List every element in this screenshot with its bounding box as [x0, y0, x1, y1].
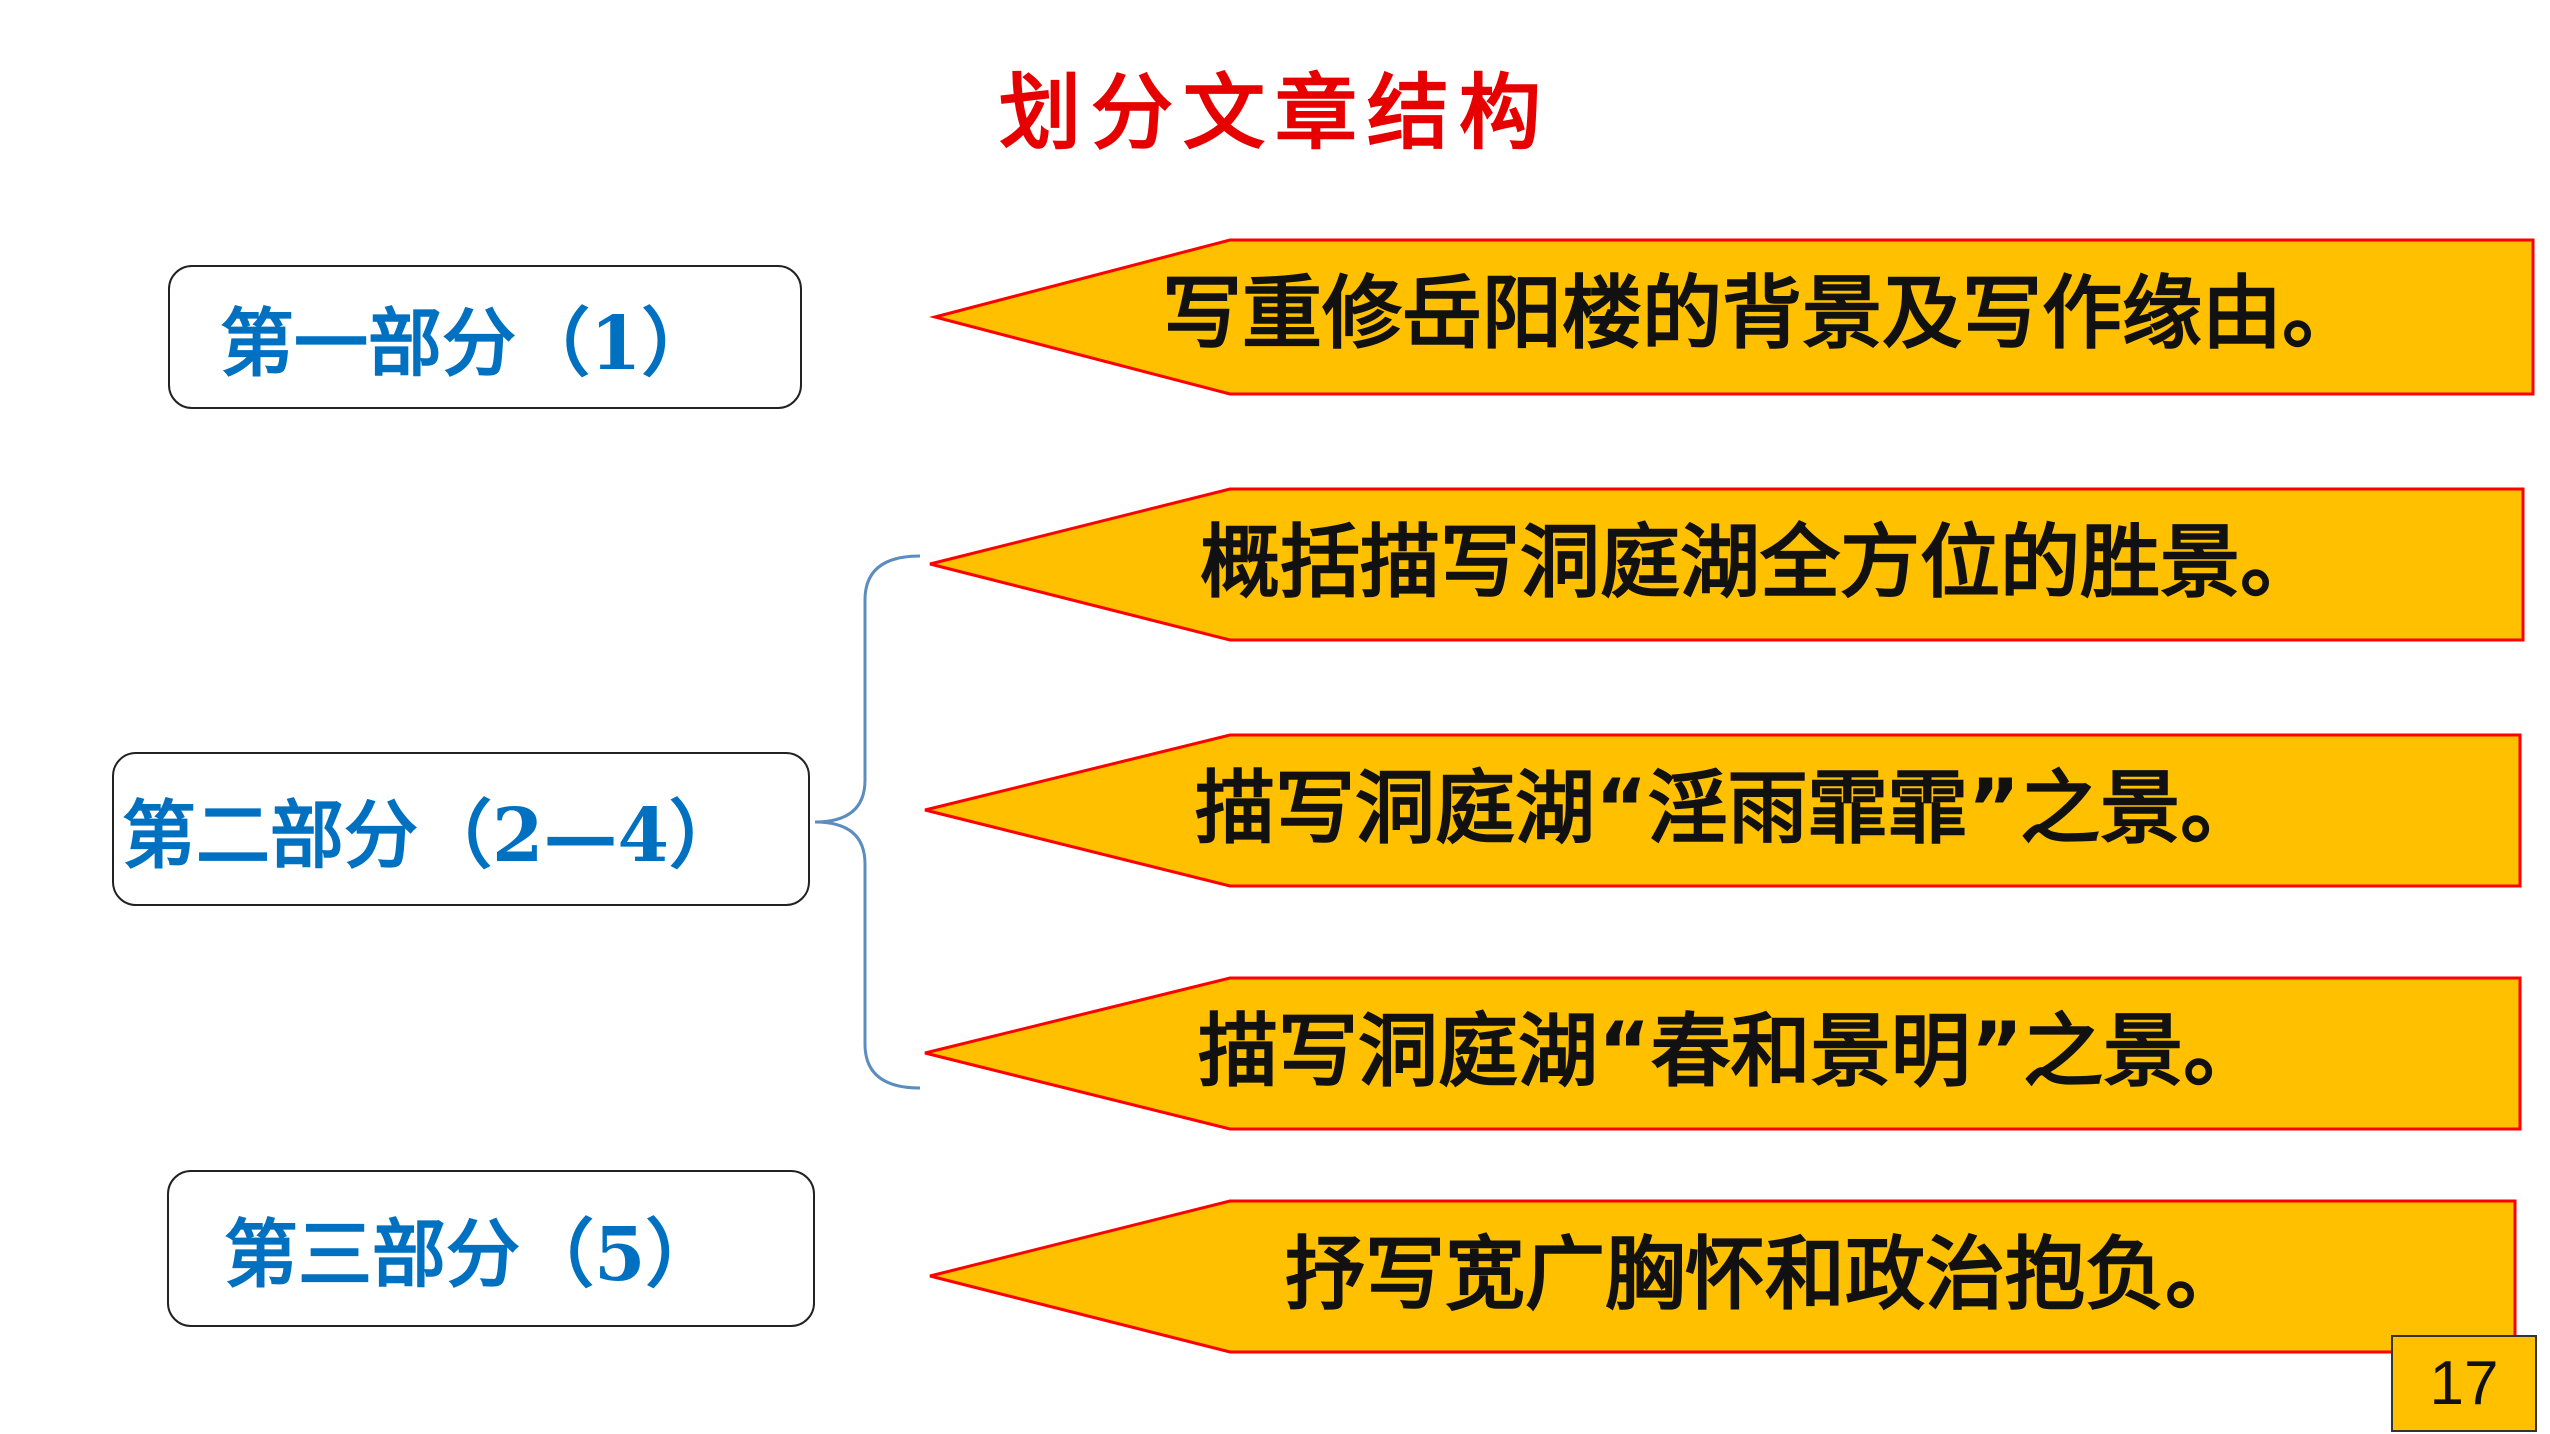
slide-title: 划分文章结构 [998, 65, 1551, 161]
part-one-label: 第一部分（1） [220, 300, 716, 387]
part-two-box: 第二部分（2—4） [112, 752, 810, 906]
part-two-label: 第二部分（2—4） [122, 792, 743, 879]
arrow-callout-3: 描写洞庭湖“淫雨霏霏”之景。 [0, 733, 2550, 888]
arrow-callout-5: 抒写宽广胸怀和政治抱负。 [0, 1199, 2550, 1354]
arrow-callout-1: 写重修岳阳楼的背景及写作缘由。 [0, 238, 2550, 396]
part-one-box: 第一部分（1） [168, 265, 802, 409]
page-number: 17 [2391, 1335, 2537, 1432]
arrow-text-1: 写重修岳阳楼的背景及写作缘由。 [1162, 267, 2362, 360]
arrow-shape-3 [924, 733, 2522, 888]
brace-line [814, 554, 921, 1090]
arrow-text-5: 抒写宽广胸怀和政治抱负。 [1285, 1228, 2245, 1321]
part-three-box: 第三部分（5） [167, 1170, 815, 1327]
arrow-shape-5 [929, 1199, 2517, 1354]
arrow-shape-1 [929, 238, 2535, 396]
arrow-text-2: 概括描写洞庭湖全方位的胜景。 [1200, 516, 2320, 609]
arrow-callout-2: 概括描写洞庭湖全方位的胜景。 [0, 487, 2550, 642]
arrow-callout-4: 描写洞庭湖“春和景明”之景。 [0, 976, 2550, 1131]
arrow-text-3: 描写洞庭湖“淫雨霏霏”之景。 [1195, 762, 2261, 855]
arrow-text-4: 描写洞庭湖“春和景明”之景。 [1198, 1005, 2264, 1098]
arrow-shape-2 [929, 487, 2525, 642]
arrow-shape-4 [924, 976, 2522, 1131]
part-three-label: 第三部分（5） [224, 1212, 720, 1298]
